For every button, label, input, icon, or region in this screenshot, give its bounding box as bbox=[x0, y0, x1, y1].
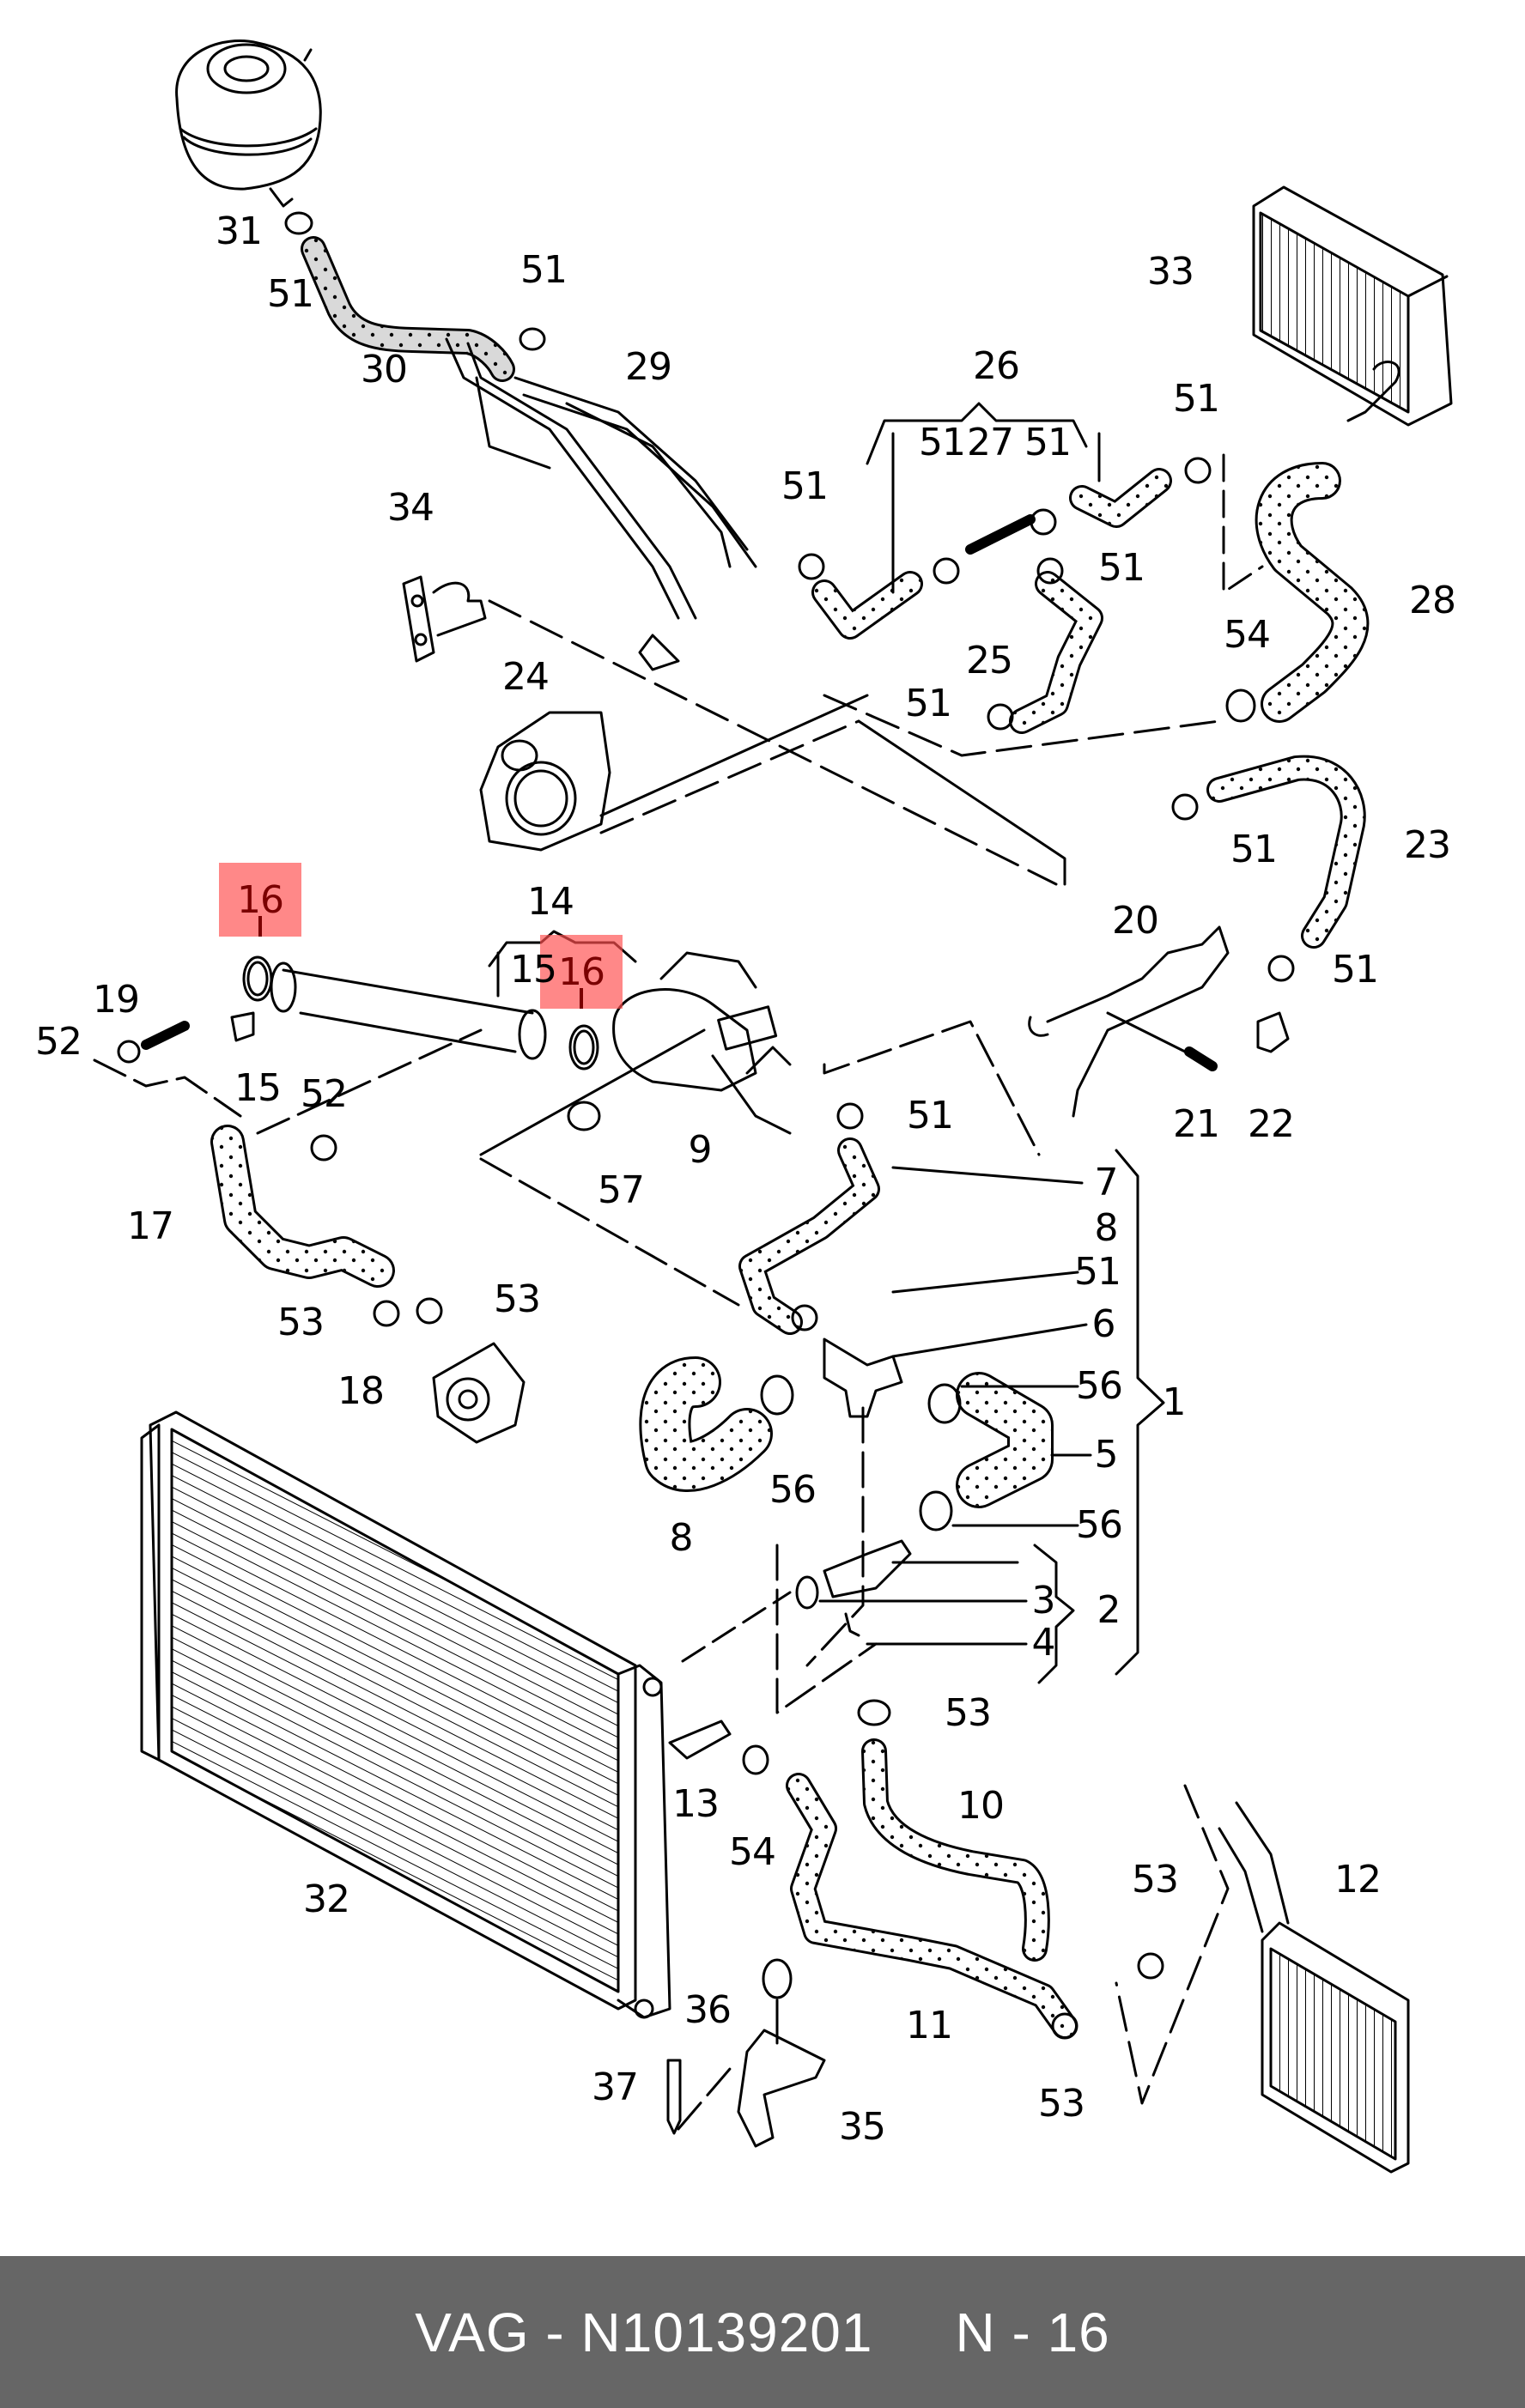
bracket-20 bbox=[1028, 925, 1230, 1118]
oil-cooler-18 bbox=[432, 1342, 526, 1444]
leader-line bbox=[258, 916, 262, 937]
part-label-19[interactable]: 19 bbox=[93, 978, 140, 1022]
part-label-18[interactable]: 18 bbox=[337, 1369, 385, 1413]
part-label-53[interactable]: 53 bbox=[1038, 2082, 1085, 2126]
part-label-51[interactable]: 51 bbox=[520, 248, 568, 292]
pipe-assembly-29 bbox=[445, 337, 757, 671]
part-label-4[interactable]: 4 bbox=[1031, 1621, 1056, 1665]
part-label-51[interactable]: 51 bbox=[1230, 828, 1278, 871]
part-label-8[interactable]: 8 bbox=[1094, 1206, 1119, 1250]
heat-exchanger-33 bbox=[1252, 185, 1453, 427]
part-label-54[interactable]: 54 bbox=[1224, 613, 1271, 657]
part-label-34[interactable]: 34 bbox=[387, 486, 434, 530]
part-label-1[interactable]: 1 bbox=[1162, 1380, 1187, 1424]
part-label-13[interactable]: 13 bbox=[672, 1782, 720, 1826]
part-label-25[interactable]: 25 bbox=[966, 639, 1013, 682]
coolant-flange-9 bbox=[612, 951, 792, 1135]
part-label-57[interactable]: 57 bbox=[598, 1168, 645, 1212]
part-label-10[interactable]: 10 bbox=[957, 1784, 1005, 1828]
heater-core-12 bbox=[1218, 1801, 1410, 2174]
part-number-text: VAG - N10139201 bbox=[415, 2301, 873, 2363]
part-label-56[interactable]: 56 bbox=[769, 1468, 817, 1512]
footer-bar: VAG - N10139201 N - 16 bbox=[0, 2256, 1525, 2408]
part-label-16: 16 bbox=[237, 878, 284, 922]
part-label-12[interactable]: 12 bbox=[1334, 1858, 1382, 1902]
expansion-tank bbox=[175, 39, 322, 208]
part-label-14[interactable]: 14 bbox=[527, 880, 574, 924]
part-label-37[interactable]: 37 bbox=[592, 2065, 639, 2109]
part-label-23[interactable]: 23 bbox=[1404, 823, 1451, 867]
throttle-body-24 bbox=[479, 694, 869, 852]
part-label-27[interactable]: 27 bbox=[967, 421, 1014, 464]
part-label-9[interactable]: 9 bbox=[688, 1128, 713, 1172]
part-label-3[interactable]: 3 bbox=[1031, 1579, 1056, 1623]
part-label-52[interactable]: 52 bbox=[301, 1072, 348, 1116]
part-label-36[interactable]: 36 bbox=[684, 1988, 732, 2032]
part-label-54[interactable]: 54 bbox=[729, 1830, 776, 1874]
part-label-51[interactable]: 51 bbox=[1074, 1250, 1121, 1294]
part-label-2[interactable]: 2 bbox=[1097, 1588, 1121, 1632]
part-label-30[interactable]: 30 bbox=[361, 348, 408, 391]
part-label-51[interactable]: 51 bbox=[1098, 546, 1145, 590]
part-label-51[interactable]: 51 bbox=[1173, 377, 1220, 421]
part-label-56[interactable]: 56 bbox=[1076, 1503, 1123, 1547]
part-label-26[interactable]: 26 bbox=[973, 344, 1020, 388]
part-label-53[interactable]: 53 bbox=[1132, 1858, 1179, 1902]
part-label-51[interactable]: 51 bbox=[267, 272, 314, 316]
part-label-32[interactable]: 32 bbox=[303, 1877, 350, 1921]
part-label-51[interactable]: 51 bbox=[1024, 421, 1072, 464]
part-label-15[interactable]: 15 bbox=[234, 1066, 282, 1110]
leader-line bbox=[580, 988, 583, 1009]
part-label-5[interactable]: 5 bbox=[1094, 1433, 1119, 1477]
part-label-7[interactable]: 7 bbox=[1094, 1161, 1119, 1204]
part-label-53[interactable]: 53 bbox=[494, 1277, 541, 1321]
position-label: N - 16 bbox=[955, 2301, 1110, 2363]
part-label-53[interactable]: 53 bbox=[277, 1301, 325, 1344]
diagram-artwork bbox=[93, 39, 1453, 2174]
part-label-22[interactable]: 22 bbox=[1248, 1102, 1295, 1146]
part-label-21[interactable]: 21 bbox=[1173, 1102, 1220, 1146]
part-label-24[interactable]: 24 bbox=[502, 655, 550, 699]
highlight-part-16-right[interactable]: 16 bbox=[540, 935, 623, 1009]
flange-34 bbox=[402, 575, 487, 663]
part-label-51[interactable]: 51 bbox=[1332, 948, 1379, 992]
part-label-16: 16 bbox=[558, 950, 605, 994]
part-label-8[interactable]: 8 bbox=[669, 1516, 694, 1560]
part-label-15[interactable]: 15 bbox=[510, 948, 557, 992]
part-label-52[interactable]: 52 bbox=[35, 1020, 82, 1064]
part-label-33[interactable]: 33 bbox=[1147, 250, 1194, 294]
part-label-11[interactable]: 11 bbox=[906, 2004, 953, 2047]
part-label-6[interactable]: 6 bbox=[1091, 1302, 1116, 1346]
part-label-29[interactable]: 29 bbox=[625, 345, 672, 389]
o-ring-16-right bbox=[568, 1024, 599, 1071]
part-label-20[interactable]: 20 bbox=[1112, 899, 1159, 943]
part-label-31[interactable]: 31 bbox=[216, 209, 263, 253]
part-label-56[interactable]: 56 bbox=[1076, 1364, 1123, 1408]
part-label-17[interactable]: 17 bbox=[127, 1204, 174, 1248]
o-ring-16-left bbox=[242, 955, 273, 1002]
part-label-51[interactable]: 51 bbox=[919, 421, 966, 464]
part-label-51[interactable]: 51 bbox=[907, 1094, 954, 1137]
coolant-pipe-14 bbox=[270, 961, 547, 1060]
part-label-53[interactable]: 53 bbox=[945, 1691, 992, 1735]
part-label-51[interactable]: 51 bbox=[781, 464, 829, 508]
part-label-28[interactable]: 28 bbox=[1409, 579, 1456, 622]
radiator-32 bbox=[140, 1410, 671, 2019]
part-label-35[interactable]: 35 bbox=[839, 2105, 886, 2149]
highlight-part-16-left[interactable]: 16 bbox=[219, 863, 301, 937]
part-label-51[interactable]: 51 bbox=[905, 682, 952, 725]
